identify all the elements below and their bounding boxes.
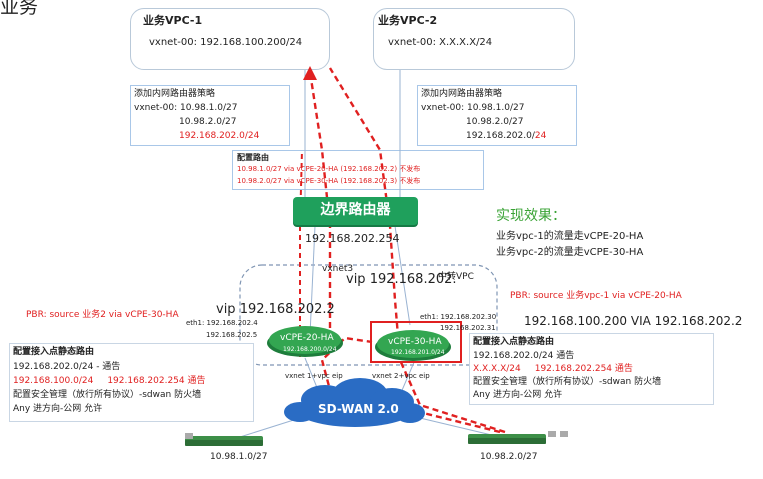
static-left-box: 配置接入点静态路由 192.168.202.0/24 - 通告 192.168.…	[9, 343, 254, 422]
vpc2-title: 业务VPC-2	[378, 14, 438, 27]
vcpe30-subnet: 192.168.201.0/24	[391, 349, 445, 356]
sdwan-cloud-icon	[284, 378, 425, 427]
policy-right-line1: vxnet-00: 10.98.1.0/27	[421, 103, 525, 113]
site-left-subnet: 10.98.1.0/27	[210, 452, 268, 462]
policy-left-line3: 192.168.202.0/24	[179, 131, 260, 141]
vpc2-box: 业务VPC-2 vxnet-00: X.X.X.X/24	[373, 8, 575, 70]
corner-title: 业务	[0, 0, 39, 18]
effect-line1: 业务vpc-1的流量走vCPE-20-HA	[496, 231, 644, 242]
pbr-left: PBR: source 业务2 via vCPE-30-HA	[26, 310, 179, 320]
policy-right-line3-prefix: 192.168.202.0/	[466, 131, 535, 141]
vcpe30-highlight	[370, 321, 462, 363]
policy-left-line1: vxnet-00: 10.98.1.0/27	[134, 103, 238, 113]
route-config-box: 配置路由 10.98.1.0/27 via vCPE-20-HA (192.16…	[232, 150, 484, 190]
vcpe20-name: vCPE-20-HA	[280, 333, 334, 343]
flow-arrowhead-icon	[303, 66, 317, 80]
link-sdwan-siteleft	[239, 417, 301, 438]
static-left-l2b: 192.168.202.254 通告	[107, 376, 206, 386]
static-right-l4: Any 进方向-公网 允许	[473, 390, 563, 400]
vxnet3-label: vxnet3	[322, 264, 354, 274]
route-config-line2: 10.98.2.0/27 via vCPE-30-HA (192.168.202…	[237, 177, 421, 185]
policy-left-box: 添加内网路由器策略 vxnet-00: 10.98.1.0/27 10.98.2…	[130, 85, 290, 146]
vcpe20-ring-icon	[267, 326, 343, 357]
policy-right-box: 添加内网路由器策略 vxnet-00: 10.98.1.0/27 10.98.2…	[417, 85, 577, 146]
policy-right-title: 添加内网路由器策略	[421, 89, 503, 99]
policy-right-line3: 192.168.202.0/24	[466, 131, 546, 142]
link-sdwan-siteright	[419, 417, 501, 438]
static-right-l2: X.X.X.X/24 192.168.202.254 通告	[473, 364, 633, 375]
flow-path-3	[308, 71, 332, 338]
policy-left-title: 添加内网路由器策略	[134, 89, 216, 99]
policy-right-line3-suffix: 24	[534, 131, 547, 141]
effect-title: 实现效果：	[496, 208, 566, 224]
eth1-right2: 192.168.202.31	[440, 324, 496, 332]
vpc1-box: 业务VPC-1 vxnet-00: 192.168.100.200/24	[130, 8, 330, 70]
static-left-l4: Any 进方向-公网 允许	[13, 404, 103, 414]
static-left-l1: 192.168.202.0/24 - 通告	[13, 362, 121, 372]
policy-left-line2: 10.98.2.0/27	[179, 117, 237, 127]
site-right-subnet: 10.98.2.0/27	[480, 452, 538, 462]
static-left-l3: 配置安全管理（放行所有协议）-sdwan 防火墙	[13, 390, 202, 400]
static-left-l2: 192.168.100.0/24 192.168.202.254 通告	[13, 376, 206, 387]
eth1-right: eth1: 192.168.202.30	[420, 313, 497, 321]
vpc2-subnet: vxnet-00: X.X.X.X/24	[388, 37, 493, 48]
vcpe30-uplink: vxnet 2+vpc eip	[372, 372, 430, 380]
static-right-l3: 配置安全管理（放行所有协议）-sdwan 防火墙	[473, 377, 662, 387]
link-router-vcpe20	[309, 225, 316, 336]
eth1-left2: 192.168.202.5	[206, 331, 258, 339]
transit-vpc-tag: 中转VPC	[438, 272, 474, 282]
vcpe20-subnet: 192.168.200.0/24	[283, 346, 337, 353]
link-vcpe30-sdwan	[399, 359, 416, 396]
flow-path-4	[299, 149, 303, 357]
vpc1-subnet: vxnet-00: 192.168.100.200/24	[149, 37, 303, 48]
sdwan-label: SD-WAN 2.0	[318, 402, 399, 416]
static-left-l2a: 192.168.100.0/24	[13, 376, 94, 386]
vcpe30-name: vCPE-30-HA	[388, 337, 442, 347]
border-router: 边界路由器	[293, 197, 418, 225]
eth1-left: eth1: 192.168.202.4	[186, 319, 258, 327]
static-right-l2b: 192.168.202.254 通告	[534, 364, 633, 374]
link-router-vcpe30	[394, 225, 411, 326]
border-router-label: 边界路由器	[320, 202, 391, 218]
static-right-title: 配置接入点静态路由	[473, 337, 555, 347]
static-right-box: 配置接入点静态路由 192.168.202.0/24 通告 X.X.X.X/24…	[469, 333, 714, 405]
site-left-device-icon	[185, 433, 263, 446]
pbr-right: PBR: source 业务vpc-1 via vCPE-20-HA	[510, 291, 682, 301]
route-config-line1: 10.98.1.0/27 via vCPE-20-HA (192.168.202…	[237, 165, 421, 173]
static-right-l2a: X.X.X.X/24	[473, 364, 521, 374]
vcpe30-ring-icon	[375, 330, 451, 361]
vpc1-title: 业务VPC-1	[143, 14, 203, 27]
border-router-ip: 192.168.202.254	[305, 232, 400, 245]
static-left-title: 配置接入点静态路由	[13, 347, 95, 357]
vcpe20-uplink: vxnet 1+vpc eip	[285, 372, 343, 380]
policy-right-line2: 10.98.2.0/27	[466, 117, 524, 127]
transit-vpc-frame	[239, 264, 498, 366]
vip-left-label: vip 192.168.202.2	[216, 302, 335, 317]
site-right-device-icon	[468, 431, 568, 444]
static-right-l1: 192.168.202.0/24 通告	[473, 351, 575, 361]
vip-center-label: vip 192.168.202.	[346, 272, 457, 287]
effect-line2: 业务vpc-2的流量走vCPE-30-HA	[496, 247, 644, 258]
route-right: 192.168.100.200 VIA 192.168.202.2	[524, 314, 743, 328]
route-config-title: 配置路由	[237, 153, 269, 162]
